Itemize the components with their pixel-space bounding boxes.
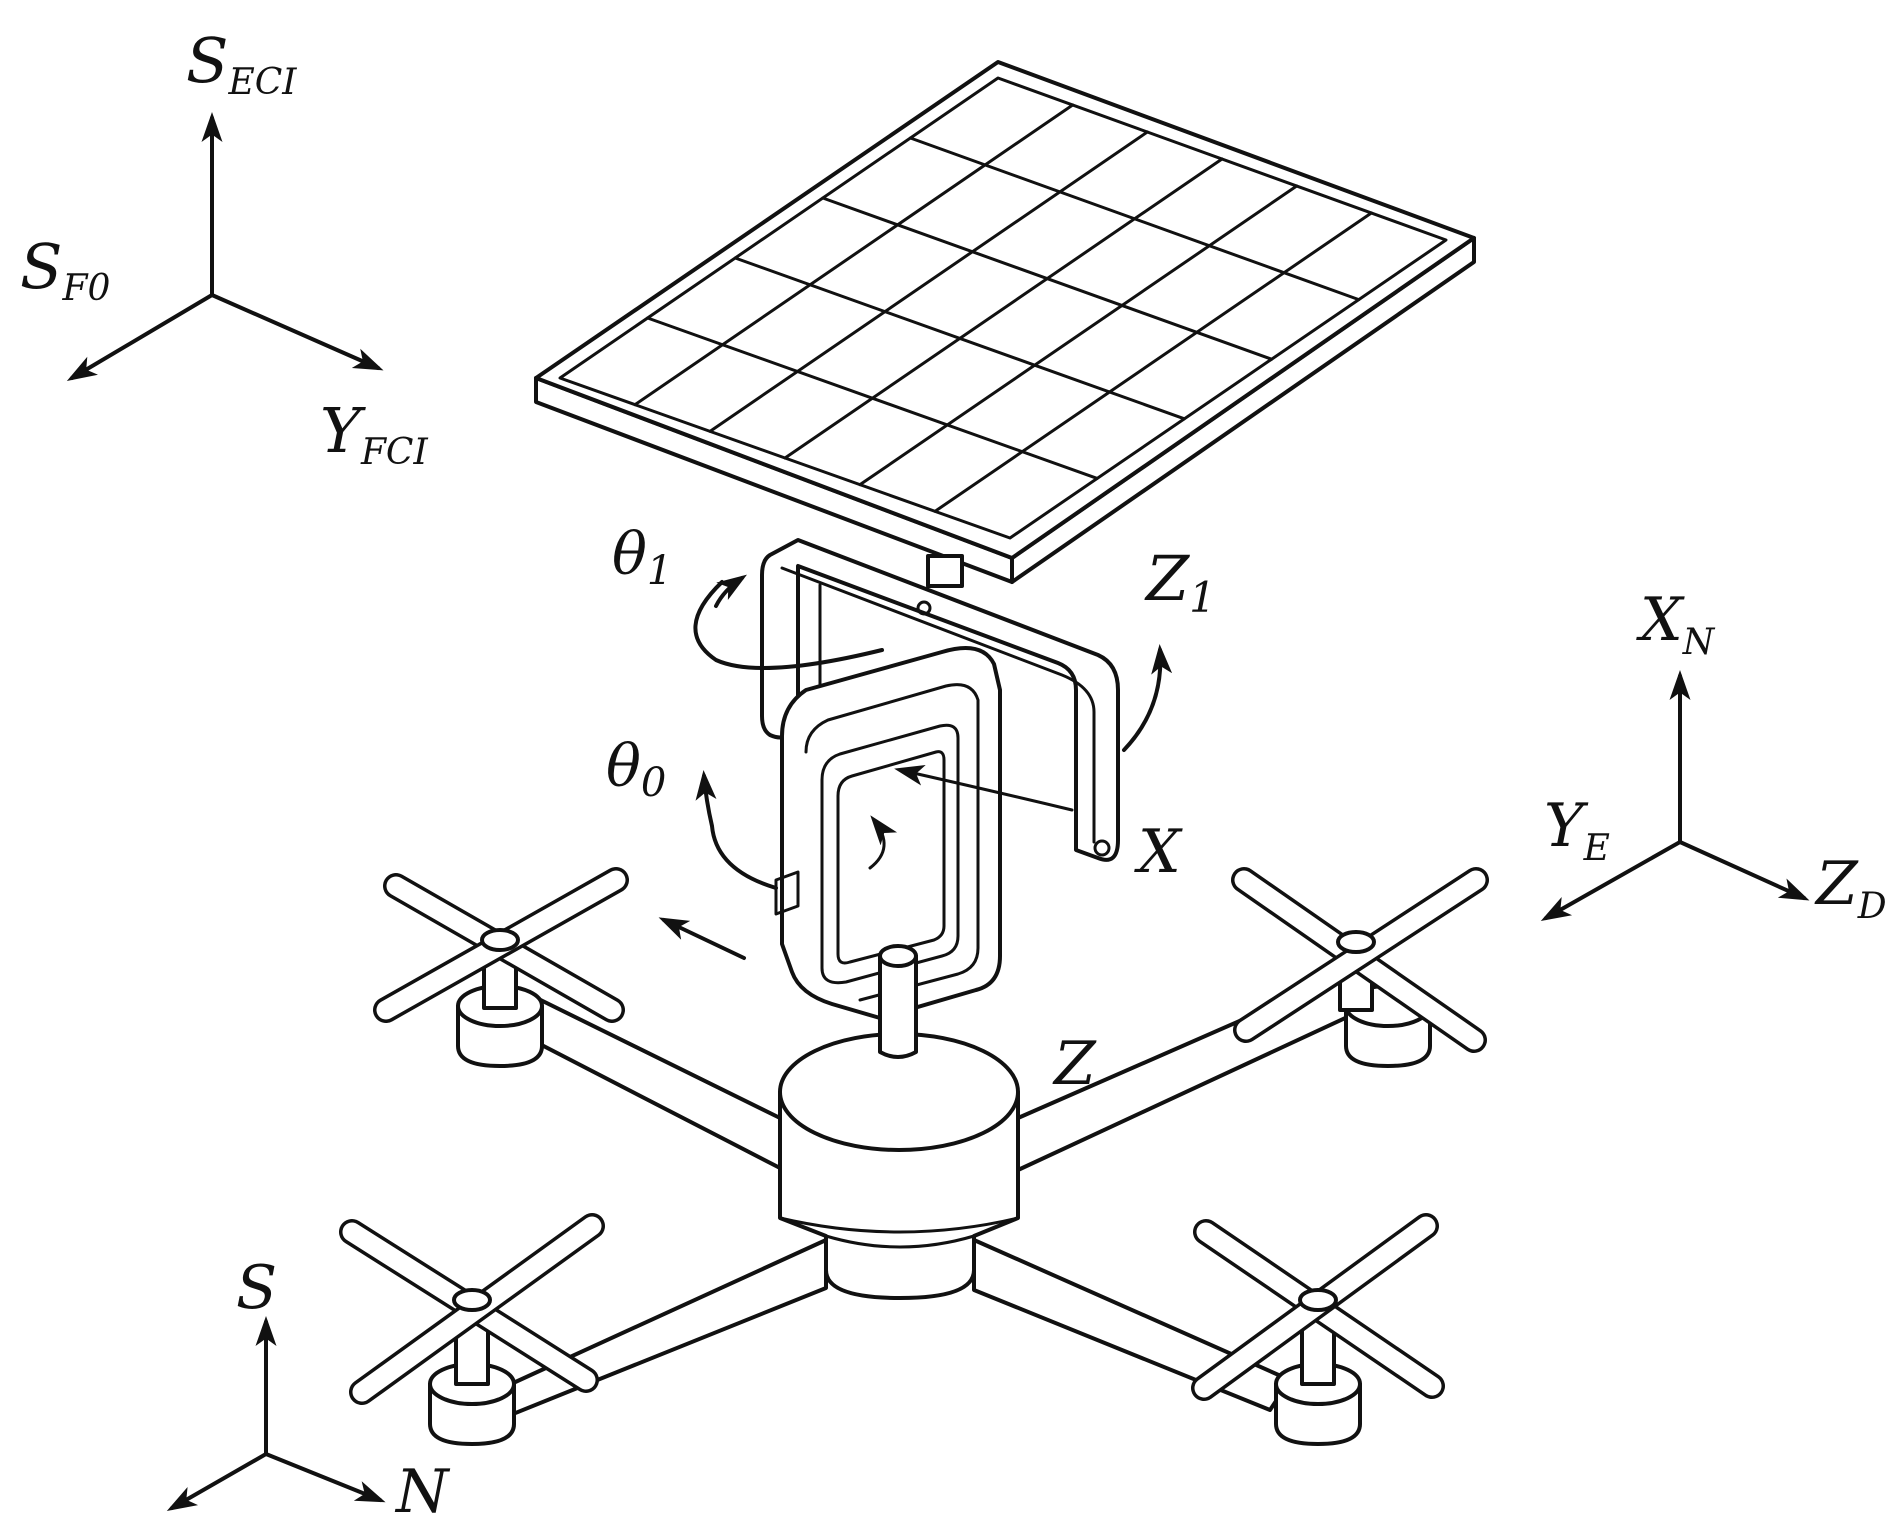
theta0-arrow xyxy=(695,770,778,890)
propeller-front-right xyxy=(1191,1213,1445,1401)
panel-grid-line xyxy=(733,256,1186,421)
f0-axis-arrow xyxy=(66,293,214,382)
eci-frame-label: SECI xyxy=(186,24,297,103)
z1-arrow xyxy=(1122,644,1173,752)
z-axis-label: Z xyxy=(1052,1029,1097,1099)
theta1-lower-arc xyxy=(693,580,884,670)
outer-ring-pivot-side xyxy=(1093,839,1111,857)
panel-grid-line xyxy=(821,196,1274,361)
f0-frame-label: SF0 xyxy=(20,230,110,309)
sn-axes xyxy=(166,1316,386,1511)
mast xyxy=(878,954,918,1059)
outer-ring-inner-edge xyxy=(780,566,1096,844)
x-axis-label: X xyxy=(1134,817,1183,887)
z1-label: Z1 xyxy=(1144,542,1216,622)
panel-top-face xyxy=(534,60,1476,560)
theta1-label: θ1 xyxy=(612,520,672,594)
panel-grid-line xyxy=(908,136,1361,302)
panel-grid-line xyxy=(858,184,1299,487)
n-axis-label: N xyxy=(394,1457,451,1525)
outer-ring xyxy=(760,538,1120,862)
panel-grid-line xyxy=(708,130,1149,433)
eci-axes xyxy=(66,112,384,382)
ye-label: YE xyxy=(1544,791,1610,869)
drone xyxy=(339,867,1489,1446)
propeller-back-left xyxy=(373,867,629,1023)
motor-back-left xyxy=(456,938,544,1068)
panel-grid-line xyxy=(933,211,1373,513)
panel-grid-line xyxy=(783,157,1224,460)
third-axis-arrow xyxy=(166,1452,268,1511)
panel-grid xyxy=(633,103,1373,513)
panel-mount xyxy=(926,554,964,588)
solar-panel xyxy=(534,60,1476,588)
panel-grid-line xyxy=(633,103,1075,407)
inner-ring-outer-edge xyxy=(804,683,980,1002)
theta0-label: θ0 xyxy=(606,732,666,806)
inner-ring-pivot xyxy=(774,870,800,916)
drone-body-step xyxy=(824,1234,976,1249)
propeller-back-right xyxy=(1231,867,1489,1053)
inner-ring-inner-edge xyxy=(836,750,946,965)
mast-top xyxy=(878,944,918,968)
outer-ring-pivot-top xyxy=(916,600,932,616)
xn-label: XN xyxy=(1636,585,1716,663)
fci-axis-arrow xyxy=(210,293,384,371)
s-axis-label: S xyxy=(236,1253,277,1323)
propeller-front-left xyxy=(339,1213,605,1405)
inner-ring-opening xyxy=(820,723,960,985)
drone-body-bottom-edge xyxy=(778,1216,1020,1234)
x-rotation-arrow xyxy=(894,765,1074,812)
ye-axis-arrow xyxy=(1540,840,1682,921)
heading-arrow xyxy=(658,917,746,960)
zd-axis-arrow xyxy=(1678,840,1810,901)
gimbal xyxy=(658,538,1173,1020)
inner-rotation-arrow xyxy=(868,815,898,870)
ned-axes xyxy=(1540,670,1810,921)
n-axis-arrow xyxy=(264,1452,386,1503)
fci-frame-label: YFCI xyxy=(320,394,428,473)
theta1-arrow xyxy=(714,574,747,608)
zd-label: ZD xyxy=(1814,849,1887,927)
motor-front-right xyxy=(1274,1302,1362,1446)
panel-grid-line xyxy=(646,316,1099,480)
